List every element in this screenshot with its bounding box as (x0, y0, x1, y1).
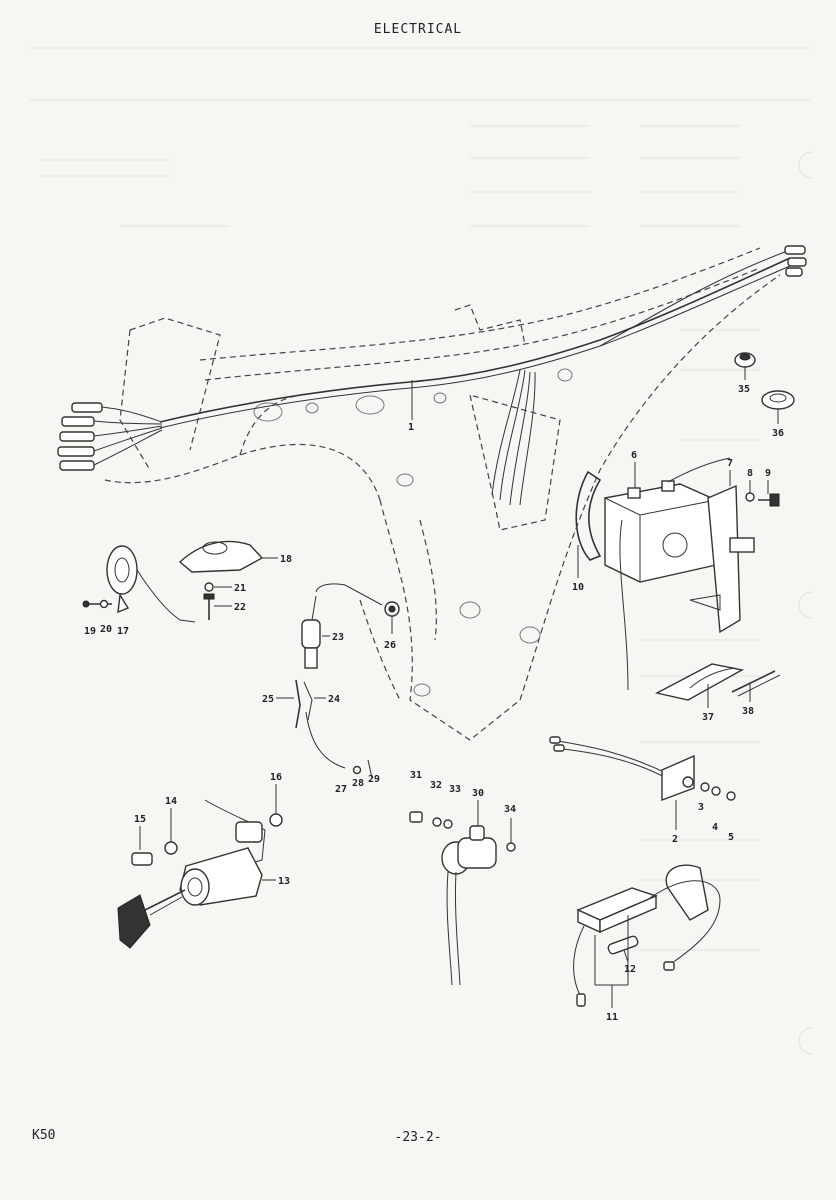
callout-5: 5 (728, 832, 734, 843)
condenser-assembly (409, 811, 516, 986)
callout-18: 18 (280, 554, 292, 565)
page-title: ELECTRICAL (373, 22, 463, 37)
callout-34: 34 (504, 804, 516, 815)
horn-assembly (82, 540, 264, 623)
callout-21: 21 (234, 583, 246, 594)
frame-assembly (57, 245, 807, 741)
callout-36: 36 (772, 428, 784, 439)
callout-3: 3 (698, 802, 704, 813)
callout-9: 9 (765, 468, 771, 479)
callout-31: 31 (410, 770, 422, 781)
callout-13: 13 (278, 876, 290, 887)
callout-19: 19 (84, 626, 96, 637)
callout-25: 25 (262, 694, 274, 705)
harness-rear-connectors (784, 245, 807, 277)
callout-27: 27 (335, 784, 347, 795)
callout-15: 15 (134, 814, 146, 825)
callout-7: 7 (727, 458, 733, 469)
callout-37: 37 (702, 712, 714, 723)
callout-30: 30 (472, 788, 484, 799)
callout-38: 38 (742, 706, 754, 717)
fuse-holder-assembly (573, 864, 721, 1007)
callout-23: 23 (332, 632, 344, 643)
callout-24: 24 (328, 694, 340, 705)
callout-17: 17 (117, 626, 129, 637)
callout-2: 2 (672, 834, 678, 845)
callout-22: 22 (234, 602, 246, 613)
callout-29: 29 (368, 774, 380, 785)
callout-12: 12 (624, 964, 636, 975)
ignition-switch-assembly (117, 799, 283, 949)
callout-32: 32 (430, 780, 442, 791)
grommets (734, 352, 795, 410)
callout-numbers: 1 2 3 4 5 6 7 8 9 10 11 12 13 14 15 16 1… (84, 384, 784, 1023)
callout-leaders (139, 367, 779, 1008)
callout-10: 10 (572, 582, 584, 593)
callout-1: 1 (408, 422, 414, 433)
callout-28: 28 (352, 778, 364, 789)
bleed-through-table (30, 47, 813, 1055)
rectifier-assembly (549, 736, 736, 802)
callout-26: 26 (384, 640, 396, 651)
callout-4: 4 (712, 822, 718, 833)
callout-6: 6 (631, 450, 637, 461)
callout-8: 8 (747, 468, 753, 479)
harness-front-connectors (57, 402, 163, 471)
callout-14: 14 (165, 796, 177, 807)
model-code: K50 (32, 1128, 56, 1143)
callout-35: 35 (738, 384, 750, 395)
callout-16: 16 (270, 772, 282, 783)
callout-11: 11 (606, 1012, 618, 1023)
callout-33: 33 (449, 784, 461, 795)
page-number: -23-2- (394, 1130, 442, 1145)
cover-and-pin (654, 663, 781, 701)
battery-assembly (575, 457, 780, 691)
callout-20: 20 (100, 624, 112, 635)
stop-switch-assembly (295, 583, 400, 779)
